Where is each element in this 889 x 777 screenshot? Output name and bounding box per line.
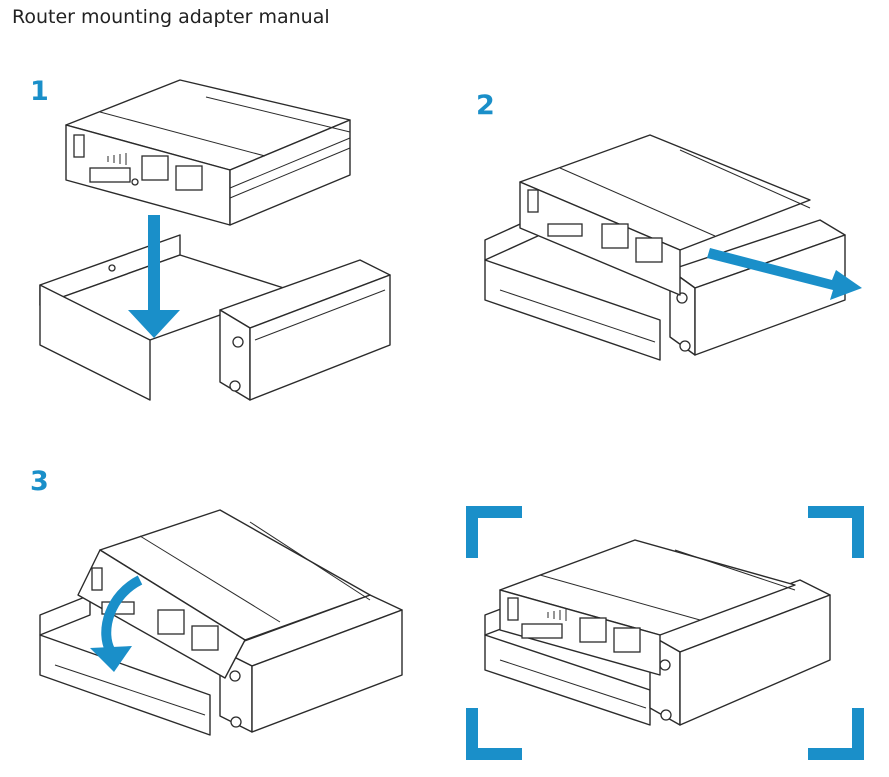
step-3-illustration [39,509,403,736]
frame-corner-brackets [466,506,864,760]
step-1-illustration [39,79,391,401]
frame-corner-bottom-left [466,708,522,760]
step-1-number: 1 [30,76,49,107]
frame-corner-top-left [466,506,522,558]
curved-arrow-head [90,646,132,672]
router-device [65,79,351,226]
step-3-number: 3 [30,466,49,497]
mounting-adapter [39,234,391,401]
curved-down-arrow [101,575,143,653]
router-device [499,539,796,676]
down-arrow [128,215,180,338]
mounting-adapter [39,594,403,736]
right-arrow [707,248,862,300]
frame-corner-top-right [808,506,864,558]
frame-corner-bottom-right [808,708,864,760]
router-device [519,134,811,296]
step-2-number: 2 [476,90,495,121]
router-device [77,509,371,679]
step-2-illustration [484,134,862,361]
step-4-illustration [466,506,864,760]
page-title: Router mounting adapter manual [12,6,330,28]
